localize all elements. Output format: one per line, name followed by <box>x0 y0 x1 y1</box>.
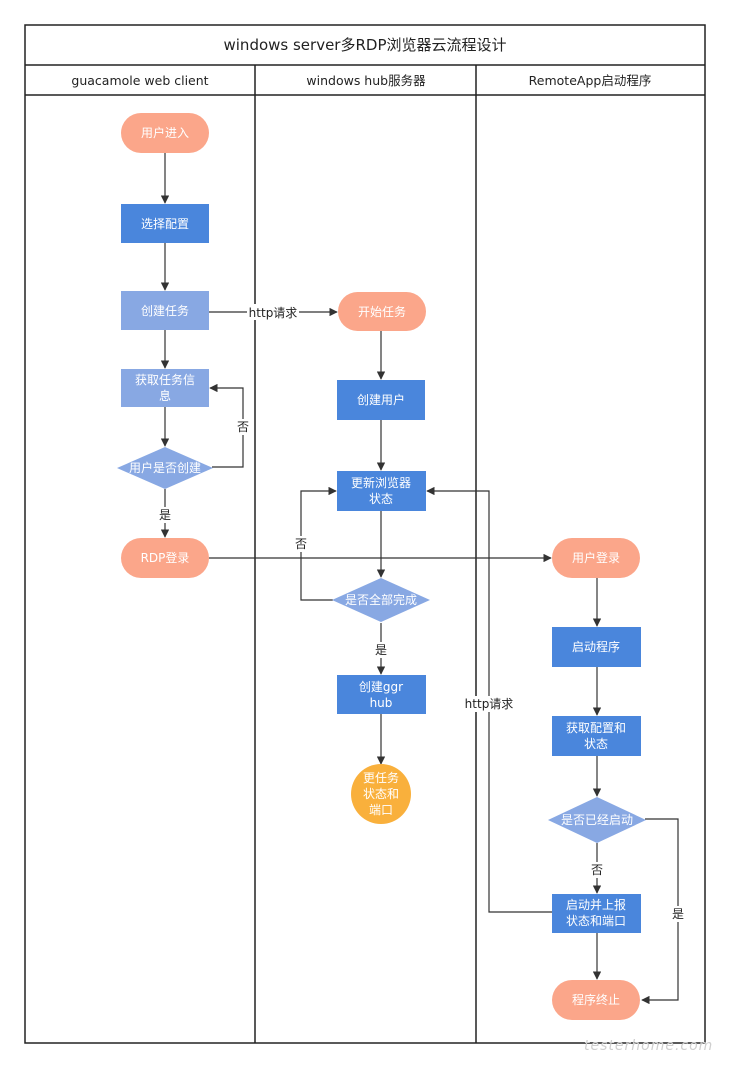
node-start-program: 启动程序 <box>552 627 641 667</box>
node-update-browser-status: 更新浏览器 状态 <box>337 471 426 511</box>
node-select-config: 选择配置 <box>121 204 209 243</box>
node-user-enter-label: 用户进入 <box>141 125 189 140</box>
edge-label-no-3: 否 <box>591 863 603 877</box>
node-already-started-decision: 是否已经启动 <box>548 797 646 843</box>
node-update-task-status-line-3: 端口 <box>369 803 393 817</box>
node-rdp-login: RDP登录 <box>121 538 209 578</box>
node-get-config-status-line-1: 获取配置和 <box>566 721 626 735</box>
diagram-title: windows server多RDP浏览器云流程设计 <box>224 36 507 54</box>
node-select-config-label: 选择配置 <box>141 217 189 231</box>
node-user-created-decision: 用户是否创建 <box>117 447 213 489</box>
node-create-task-label: 创建任务 <box>141 303 189 318</box>
node-all-done-label: 是否全部完成 <box>345 592 417 607</box>
node-create-user: 创建用户 <box>337 380 425 420</box>
node-get-config-status: 获取配置和 状态 <box>552 716 641 756</box>
node-get-task-info: 获取任务信 息 <box>121 369 209 407</box>
lane-header-remoteapp: RemoteApp启动程序 <box>529 73 652 88</box>
node-user-created-label: 用户是否创建 <box>129 460 201 475</box>
node-get-task-info-line-2: 息 <box>159 388 171 403</box>
node-start-and-report: 启动并上报 状态和端口 <box>552 894 641 933</box>
node-start-task-label: 开始任务 <box>358 304 406 319</box>
node-create-user-label: 创建用户 <box>357 392 405 407</box>
node-update-browser-status-line-2: 状态 <box>369 492 393 506</box>
node-user-login-label: 用户登录 <box>572 550 620 565</box>
node-start-task: 开始任务 <box>338 292 426 331</box>
edge-label-http-request-1: http请求 <box>249 306 298 320</box>
node-start-and-report-line-2: 状态和端口 <box>566 914 626 928</box>
lane-header-hub: windows hub服务器 <box>306 73 426 88</box>
node-already-started-label: 是否已经启动 <box>561 813 633 827</box>
node-create-ggr-hub-line-1: 创建ggr <box>359 680 403 694</box>
node-update-task-status-end: 更任务 状态和 端口 <box>351 764 411 824</box>
edge-labels: http请求 否 是 否 是 http请求 否 是 <box>158 304 685 922</box>
node-all-done-decision: 是否全部完成 <box>332 578 430 622</box>
swimlane-frame <box>24 24 706 1044</box>
edge-label-no-1: 否 <box>237 420 249 434</box>
node-program-end-label: 程序终止 <box>572 992 620 1007</box>
watermark-text: testerhome.com <box>584 1038 713 1054</box>
node-create-ggr-hub: 创建ggr hub <box>337 675 426 714</box>
node-create-ggr-hub-line-2: hub <box>370 696 393 710</box>
node-update-browser-status-line-1: 更新浏览器 <box>351 475 411 490</box>
edge-label-no-2: 否 <box>295 537 307 551</box>
edge-label-yes-3: 是 <box>672 907 684 921</box>
edge-label-yes-2: 是 <box>375 643 387 657</box>
node-program-end: 程序终止 <box>552 980 640 1020</box>
node-start-and-report-line-1: 启动并上报 <box>566 897 626 912</box>
node-update-task-status-line-2: 状态和 <box>363 787 399 801</box>
node-rdp-login-label: RDP登录 <box>141 550 190 565</box>
node-update-task-status-line-1: 更任务 <box>363 770 399 785</box>
node-create-task: 创建任务 <box>121 291 209 330</box>
edge-label-yes-1: 是 <box>159 508 171 522</box>
edge-label-http-request-2: http请求 <box>465 697 514 711</box>
node-get-config-status-line-2: 状态 <box>584 737 608 751</box>
node-get-task-info-line-1: 获取任务信 <box>135 372 195 387</box>
lane-header-guacamole: guacamole web client <box>71 73 208 88</box>
node-user-login: 用户登录 <box>552 538 640 578</box>
node-start-program-label: 启动程序 <box>572 639 620 654</box>
node-user-enter: 用户进入 <box>121 113 209 153</box>
